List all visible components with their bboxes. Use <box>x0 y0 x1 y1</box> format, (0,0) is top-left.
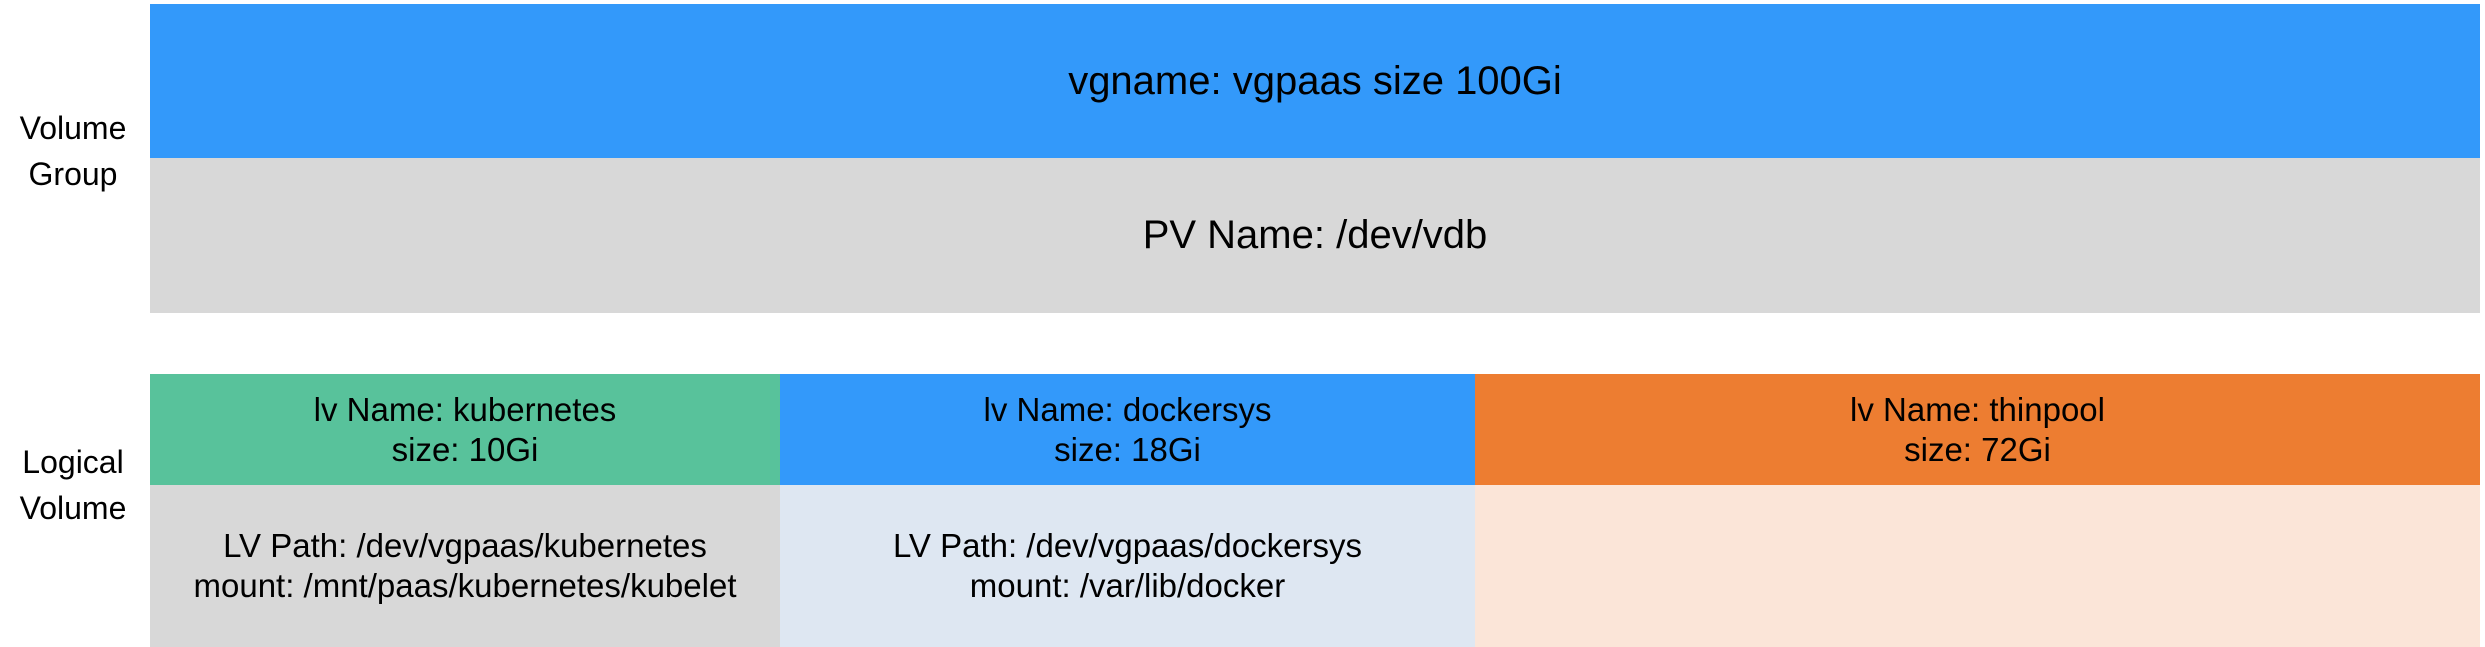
lv-thinpool-bar: lv Name: thinpool size: 72Gi <box>1475 374 2480 485</box>
lv-dockersys-detail: LV Path: /dev/vgpaas/dockersys mount: /v… <box>780 485 1475 647</box>
physical-volume-text: PV Name: /dev/vdb <box>1142 213 1488 257</box>
lv-thinpool-size: size: 72Gi <box>1904 430 2051 468</box>
lv-kubernetes-name: lv Name: kubernetes <box>313 390 617 428</box>
lv-thinpool-name: lv Name: thinpool <box>1850 390 2105 428</box>
lv-kubernetes-size: size: 10Gi <box>391 430 539 468</box>
logical-volume-label-line1: Logical <box>22 444 124 480</box>
lv-dockersys-path: LV Path: /dev/vgpaas/dockersys <box>893 527 1362 564</box>
lv-dockersys-name: lv Name: dockersys <box>983 390 1272 428</box>
logical-volume-row-label: Logical Volume <box>0 439 146 531</box>
lv-dockersys-bar: lv Name: dockersys size: 18Gi <box>780 374 1475 485</box>
bars-area: vgname: vgpaas size 100Gi PV Name: /dev/… <box>150 0 2480 647</box>
volume-group-label-line1: Volume <box>19 110 127 146</box>
lv-kubernetes-mount: mount: /mnt/paas/kubernetes/kubelet <box>193 567 737 604</box>
volume-group-text: vgname: vgpaas size 100Gi <box>1068 58 1562 103</box>
lv-kubernetes-detail: LV Path: /dev/vgpaas/kubernetes mount: /… <box>150 485 780 647</box>
volume-group-row-label: Volume Group <box>0 105 146 197</box>
volume-group-bar: vgname: vgpaas size 100Gi <box>150 4 2480 158</box>
volume-group-label-line2: Group <box>28 156 118 192</box>
lv-kubernetes-path: LV Path: /dev/vgpaas/kubernetes <box>223 527 707 564</box>
lv-dockersys-size: size: 18Gi <box>1054 430 1201 468</box>
lv-kubernetes-bar: lv Name: kubernetes size: 10Gi <box>150 374 780 485</box>
lv-dockersys-mount: mount: /var/lib/docker <box>969 567 1286 604</box>
physical-volume-bar: PV Name: /dev/vdb <box>150 158 2480 313</box>
logical-volume-label-line2: Volume <box>19 490 127 526</box>
lv-thinpool-detail <box>1475 485 2480 647</box>
